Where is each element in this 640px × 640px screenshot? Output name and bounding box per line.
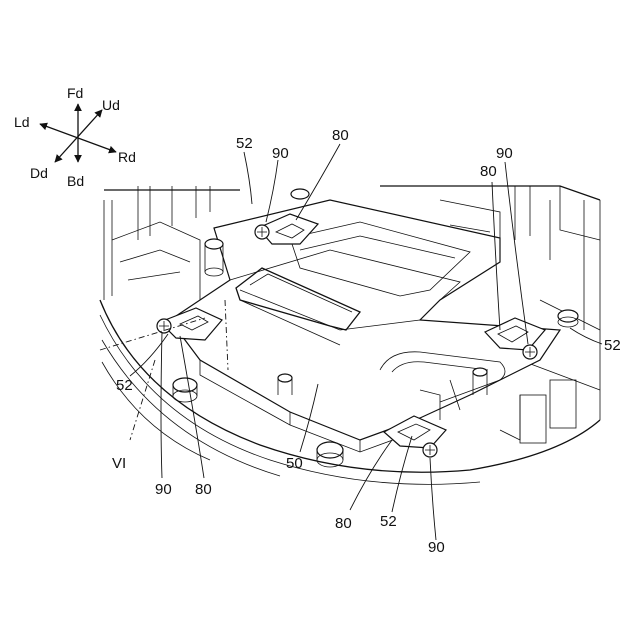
- label-52-left: 52: [116, 377, 133, 394]
- label-90-top: 90: [272, 145, 289, 162]
- rd-label: Rd: [118, 149, 136, 165]
- label-50: 50: [286, 455, 303, 472]
- label-52-right: 52: [604, 337, 621, 354]
- label-80-top: 80: [332, 127, 349, 144]
- label-52-top: 52: [236, 135, 253, 152]
- ld-label: Ld: [14, 114, 30, 130]
- label-90-left: 90: [155, 481, 172, 498]
- label-90-right: 90: [496, 145, 513, 162]
- label-80-left: 80: [195, 481, 212, 498]
- ud-label: Ud: [102, 97, 120, 113]
- screw-left: [157, 319, 171, 333]
- label-52-front: 52: [380, 513, 397, 530]
- label-section-vi: VI: [112, 455, 126, 472]
- label-80-right: 80: [480, 163, 497, 180]
- direction-indicator: Fd Ud Ld Rd Dd Bd: [14, 85, 136, 189]
- screw-front: [423, 443, 437, 457]
- screw-top: [255, 225, 269, 239]
- label-80-front: 80: [335, 515, 352, 532]
- bd-label: Bd: [67, 173, 84, 189]
- fd-label: Fd: [67, 85, 83, 101]
- screw-right: [523, 345, 537, 359]
- dd-label: Dd: [30, 165, 48, 181]
- label-90-front: 90: [428, 539, 445, 556]
